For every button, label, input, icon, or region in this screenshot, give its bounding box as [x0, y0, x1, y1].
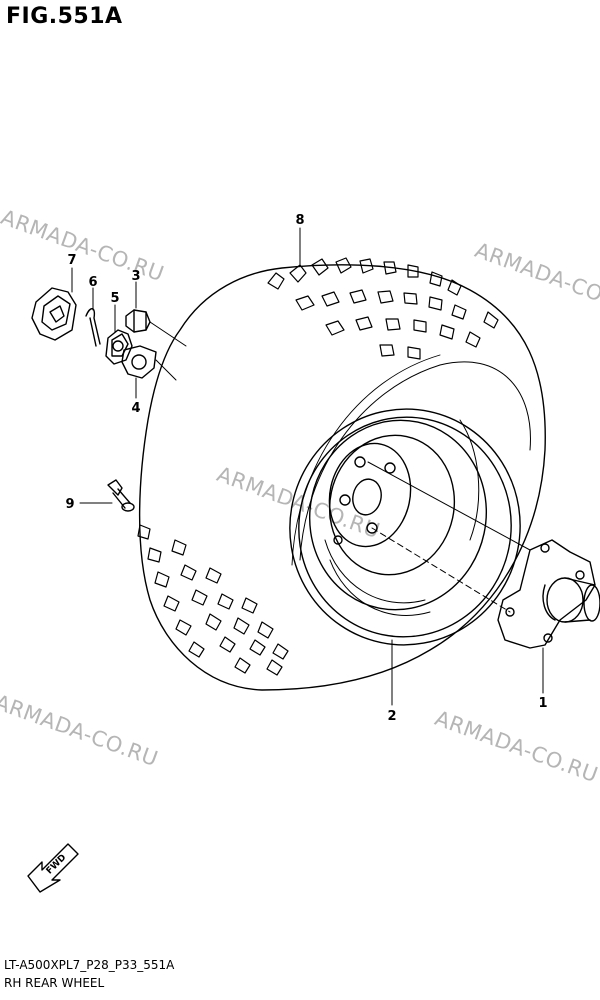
callout-1: 1	[538, 696, 547, 711]
cotter-pin	[85, 308, 101, 347]
callout-4: 4	[131, 401, 140, 416]
callout-5: 5	[110, 291, 119, 306]
diagram-code: LT-A500XPL7_P28_P33_551A	[4, 958, 175, 972]
callout-8: 8	[295, 213, 304, 228]
callout-7: 7	[67, 253, 76, 268]
castle-nut	[105, 329, 133, 365]
leader-lines	[71, 227, 544, 706]
wheel-hub	[497, 539, 600, 649]
lug-nut	[125, 309, 151, 333]
diagram-name: RH REAR WHEEL	[4, 976, 105, 990]
tire	[137, 257, 546, 691]
fwd-arrow-icon	[27, 843, 79, 893]
axle-cap	[31, 287, 77, 341]
wheel-rim	[289, 408, 521, 646]
valve-stem	[107, 479, 135, 512]
callout-2: 2	[387, 709, 396, 724]
washer	[121, 345, 157, 379]
figure-title: FIG.551A	[6, 4, 123, 29]
callout-6: 6	[88, 275, 97, 290]
callout-9: 9	[65, 497, 74, 512]
callout-3: 3	[131, 269, 140, 284]
